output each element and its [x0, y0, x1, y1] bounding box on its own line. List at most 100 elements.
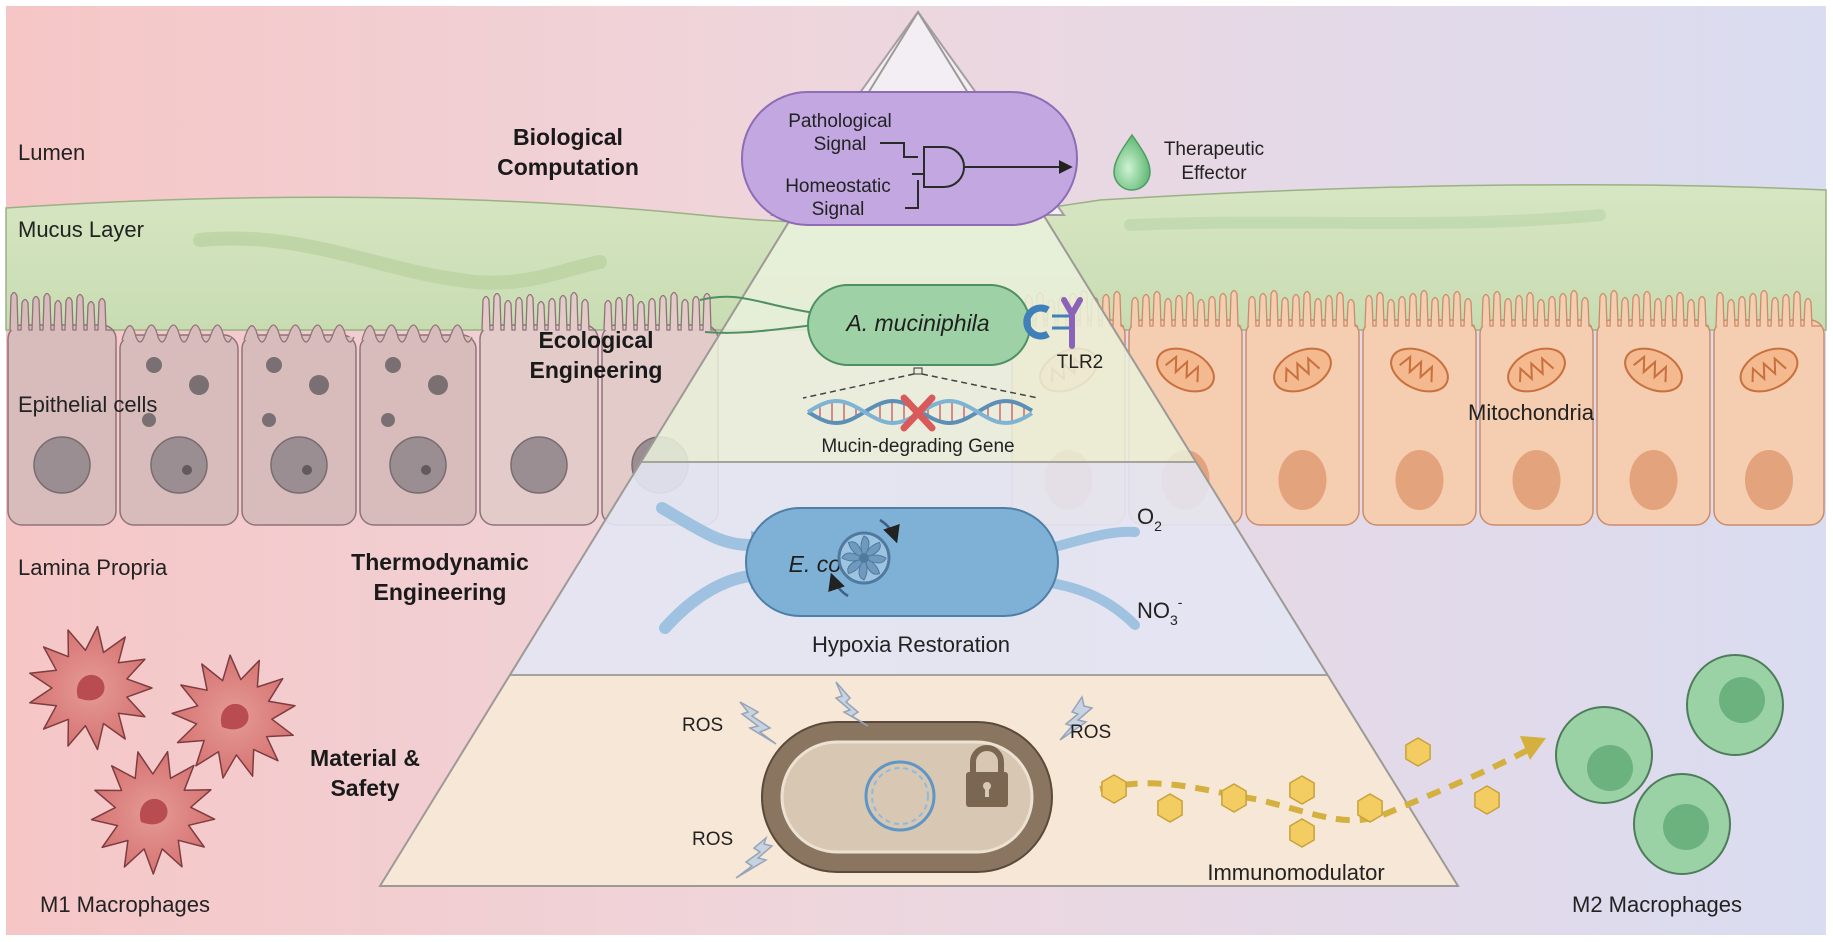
biological-computation-tier: Biological Computation Pathological Sign… [497, 91, 1264, 226]
input-label-pathological: Signal [814, 134, 867, 155]
tier-title: Thermodynamic [351, 549, 529, 575]
vacuole [189, 375, 209, 395]
mucus-wave [1124, 209, 1606, 231]
turbine-blade [847, 557, 865, 575]
vacuole [182, 465, 192, 475]
nucleus [1278, 450, 1327, 510]
lightning-bolt-icon [834, 681, 869, 727]
turbine-blade [847, 541, 865, 559]
damaged-brush-border [121, 324, 233, 343]
microvilli [1598, 289, 1709, 327]
lightning-bolt-icon [739, 701, 777, 745]
lightning-bolt-icon [1059, 695, 1094, 741]
vacuole [309, 375, 329, 395]
m1-nucleus [76, 674, 105, 701]
nucleus [270, 436, 328, 494]
immunomodulator-hexagon [1405, 737, 1431, 767]
product-label: Immunomodulator [1207, 860, 1384, 885]
tier-caption: Hypoxia Restoration [812, 632, 1010, 657]
turbine-icon [828, 518, 900, 598]
nucleus [33, 436, 91, 494]
m2-macrophages [1555, 654, 1784, 875]
tier-title: Safety [330, 775, 399, 801]
microvilli [9, 291, 114, 331]
substrate-o2: O2 [1137, 504, 1162, 534]
vacuole [302, 465, 312, 475]
epithelial-cell [479, 324, 599, 526]
plasmid-dna-icon [864, 760, 936, 832]
tier-title: Computation [497, 154, 639, 180]
lock-icon [966, 745, 1008, 807]
epithelial-cell [119, 334, 239, 526]
m2-macrophages-label: M2 Macrophages [1572, 892, 1742, 917]
epithelial-cell [7, 324, 117, 526]
mucus-wave [193, 231, 607, 290]
immunomodulator-molecules [1101, 737, 1500, 848]
vacuole [262, 413, 276, 427]
nucleus [1512, 450, 1561, 510]
epithelial-cell [359, 334, 477, 526]
vacuole [421, 465, 431, 475]
lamina-propria-label: Lamina Propria [18, 555, 168, 580]
output-label: Therapeutic [1164, 139, 1264, 160]
tier-title: Biological [513, 124, 623, 150]
input-label-pathological: Pathological [788, 111, 892, 132]
epithelial-cell [241, 334, 357, 526]
tier-title: Ecological [538, 327, 653, 353]
mucus-layer-label: Mucus Layer [18, 217, 144, 242]
vacuole [266, 357, 282, 373]
microvilli [603, 291, 716, 331]
ros-label: ROS [692, 829, 733, 850]
ros-label: ROS [1070, 722, 1111, 743]
microvilli [481, 291, 596, 331]
immunomodulator-hexagon [1289, 818, 1315, 848]
immunomodulator-hexagon [1101, 774, 1127, 804]
m1-macrophages [29, 625, 296, 875]
immunomodulator-hexagon [1221, 783, 1247, 813]
organism-label: A. muciniphila [844, 310, 989, 336]
lumen-label: Lumen [18, 140, 85, 165]
input-label-homeostatic: Homeostatic [785, 176, 891, 197]
output-label: Effector [1181, 163, 1247, 184]
nucleus [150, 436, 208, 494]
mitochondrion-icon [1156, 347, 1215, 393]
therapeutic-droplet-icon [1113, 133, 1151, 191]
tier-title: Material & [310, 745, 420, 771]
input-label-homeostatic: Signal [812, 199, 865, 220]
nucleus [389, 436, 447, 494]
material-safety-tier: Material & Safety ROS ROS ROS Immunomodu… [310, 681, 1546, 885]
nucleus [1745, 450, 1793, 510]
mitochondrion-icon [1507, 347, 1566, 393]
m1-nucleus [139, 798, 168, 825]
plasmid-strand [864, 760, 936, 832]
ecological-engineering-tier: Ecological Engineering A. muciniphila TL… [530, 284, 1103, 457]
mitochondria-label: Mitochondria [1468, 400, 1595, 425]
ecoli-capsule [745, 507, 1059, 617]
nucleus [510, 436, 568, 494]
nucleus [1629, 450, 1678, 510]
damaged-brush-border [243, 324, 355, 343]
immunomodulator-path [1099, 747, 1530, 824]
vacuole [142, 413, 156, 427]
gene-label: Mucin-degrading Gene [821, 436, 1014, 457]
turbine-blade [863, 557, 881, 575]
microvilli [1130, 289, 1241, 327]
mitochondrion-icon [1273, 347, 1332, 393]
mitochondrion-icon [1624, 347, 1683, 393]
immunomodulator-hexagon [1157, 793, 1183, 823]
epithelial-cells-label: Epithelial cells [18, 392, 157, 417]
ros-bolts [735, 681, 1094, 879]
microvilli [1481, 289, 1592, 327]
damaged-brush-border [361, 324, 473, 343]
m1-nucleus [220, 703, 249, 730]
turbine-blade [841, 552, 866, 562]
plasmid-strand [871, 767, 929, 825]
tlr2-receptor-icon [1023, 297, 1083, 349]
m1-macrophages-label: M1 Macrophages [40, 892, 210, 917]
lightning-bolt-icon [735, 835, 774, 879]
turbine-blade [863, 541, 881, 559]
immunomodulator-hexagon [1357, 793, 1383, 823]
flagellum [699, 295, 816, 314]
turbine-blade [858, 556, 868, 581]
